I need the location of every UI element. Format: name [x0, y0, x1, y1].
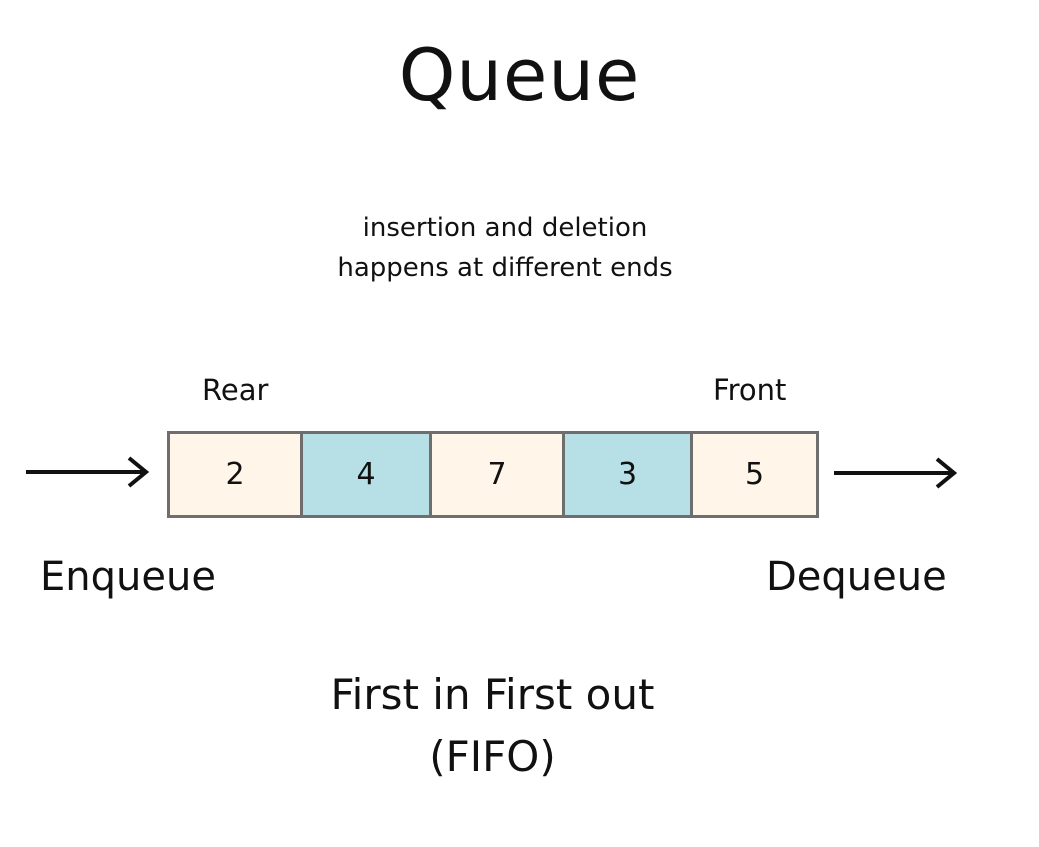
- fifo-caption-line-1: First in First out: [330, 670, 655, 719]
- rear-label: Rear: [202, 373, 269, 407]
- queue-cell-3: 7: [432, 434, 565, 515]
- queue-description: insertion and deletion happens at differ…: [337, 213, 673, 283]
- queue-cell-2: 4: [303, 434, 432, 515]
- dequeue-label: Dequeue: [766, 554, 947, 600]
- fifo-caption: First in First out (FIFO): [0, 664, 985, 788]
- queue-cell-value: 3: [617, 457, 638, 492]
- enqueue-arrow-icon: [26, 456, 150, 488]
- diagram-title: Queue: [398, 33, 641, 117]
- queue-cell-value: 7: [487, 457, 507, 492]
- queue-cell-5: 5: [693, 434, 816, 515]
- queue-cell-4: 3: [565, 434, 693, 515]
- queue-container: 2 4 7 3 5: [167, 431, 819, 518]
- queue-cell-value: 5: [744, 457, 765, 492]
- queue-cell-value: 4: [356, 457, 376, 492]
- dequeue-arrow-icon: [834, 457, 958, 489]
- front-label: Front: [713, 373, 787, 407]
- queue-cell-value: 2: [225, 457, 245, 492]
- fifo-caption-line-2: (FIFO): [429, 732, 556, 781]
- queue-cell-1: 2: [170, 434, 303, 515]
- enqueue-label: Enqueue: [40, 554, 216, 600]
